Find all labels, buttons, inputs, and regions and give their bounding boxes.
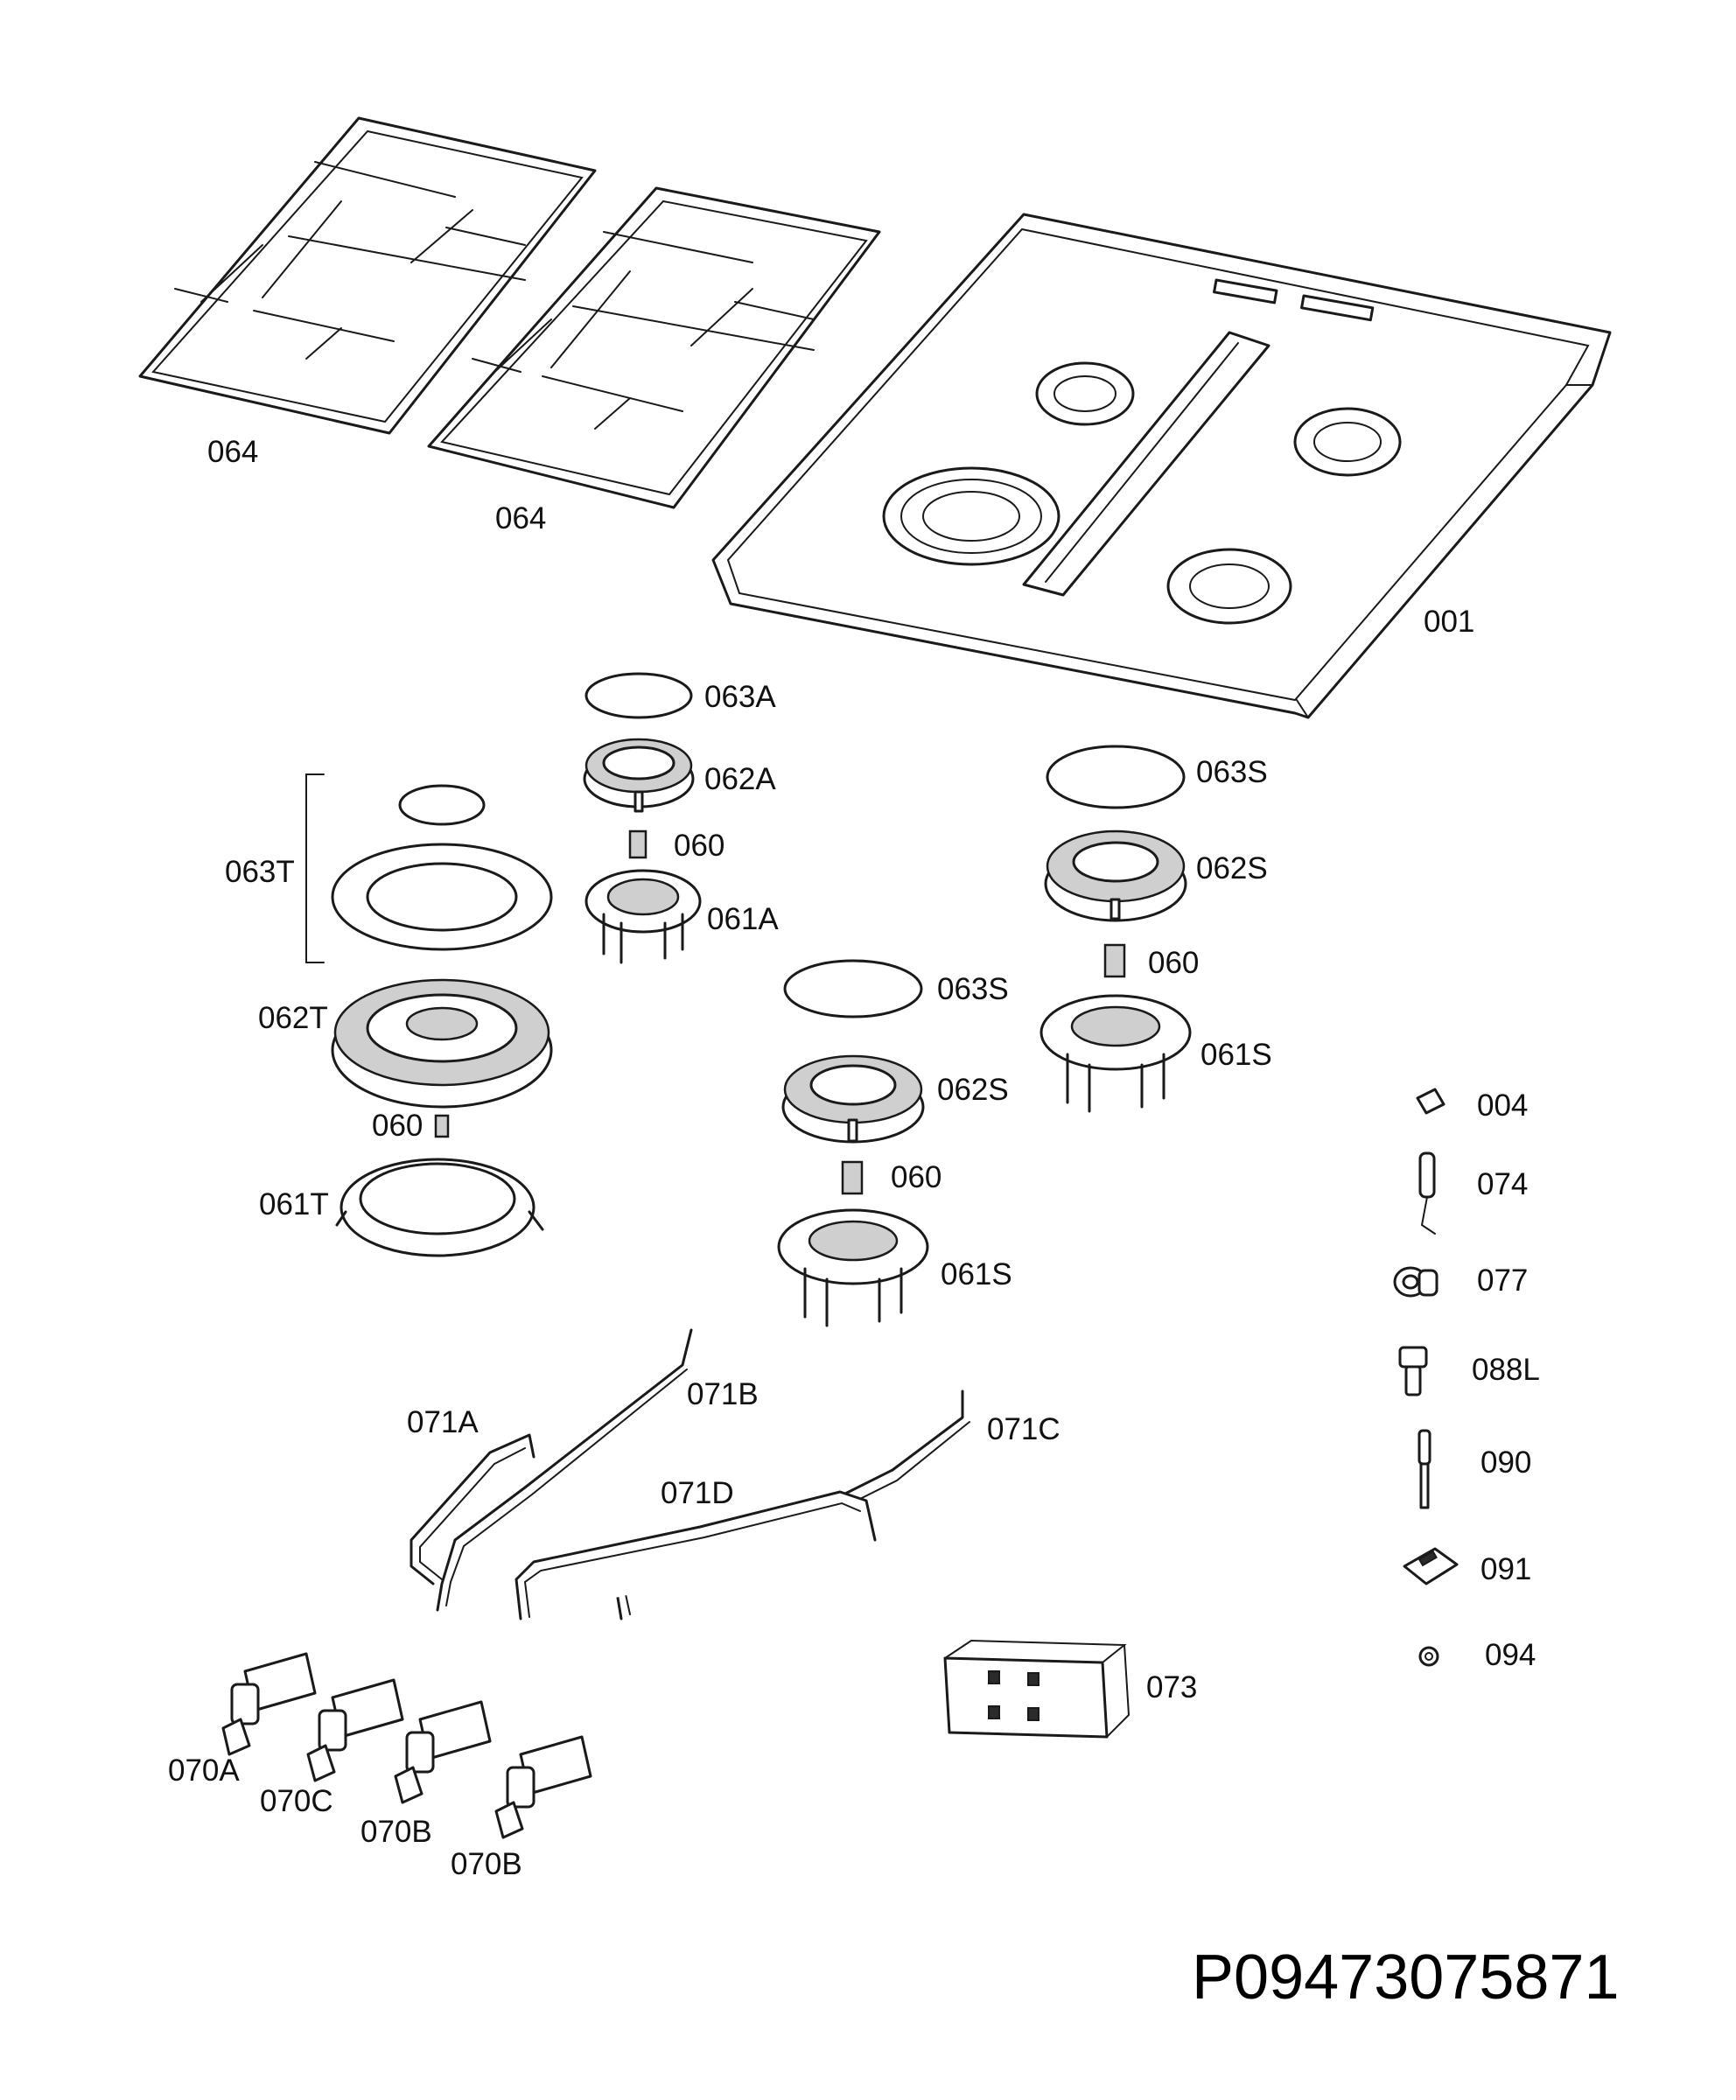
screw-004[interactable] (1416, 1088, 1446, 1115)
label-071B: 071B (687, 1377, 759, 1411)
burner-base-aux[interactable] (584, 869, 702, 964)
burner-head-semi-right[interactable] (1044, 830, 1187, 922)
label-070B-2: 070B (451, 1847, 522, 1881)
label-071D: 071D (661, 1476, 734, 1510)
injector-semi-right[interactable] (1103, 943, 1126, 978)
label-073: 073 (1146, 1670, 1197, 1704)
injector-triple[interactable] (434, 1114, 450, 1138)
burner-base-semi-right[interactable] (1040, 994, 1192, 1113)
nut-094[interactable] (1418, 1646, 1439, 1667)
label-070C: 070C (260, 1784, 333, 1818)
label-070B-1: 070B (360, 1815, 432, 1849)
label-063S-center: 063S (937, 972, 1009, 1006)
label-061A: 061A (707, 902, 779, 936)
hob-top[interactable] (711, 213, 1612, 719)
burner-head-triple[interactable] (331, 978, 553, 1109)
label-088L: 088L (1472, 1353, 1540, 1387)
thermocouple-090[interactable] (1418, 1429, 1432, 1509)
gas-pipe-071D[interactable] (514, 1490, 877, 1620)
gas-valve-070C[interactable] (306, 1678, 404, 1782)
injector-aux[interactable] (628, 830, 648, 859)
gas-pipe-071B[interactable] (436, 1328, 693, 1612)
label-060-triple: 060 (372, 1109, 423, 1143)
switch-091[interactable] (1403, 1547, 1459, 1586)
connector-088L[interactable] (1398, 1346, 1428, 1396)
label-074: 074 (1477, 1167, 1528, 1201)
label-001: 001 (1424, 605, 1474, 639)
burner-base-semi-center[interactable] (777, 1208, 929, 1327)
label-071A: 071A (407, 1405, 479, 1439)
elbow-077[interactable] (1393, 1266, 1438, 1298)
label-064-right: 064 (495, 501, 546, 536)
burner-cap-semi-center[interactable] (783, 959, 923, 1018)
burner-cap-aux[interactable] (584, 672, 693, 719)
burner-cap-triple-small[interactable] (398, 784, 486, 826)
gas-valve-070A[interactable] (221, 1652, 317, 1756)
injector-semi-center[interactable] (841, 1160, 864, 1195)
label-064-left: 064 (207, 435, 258, 469)
label-070A: 070A (168, 1754, 240, 1788)
label-060-right: 060 (1148, 946, 1199, 980)
label-063T: 063T (225, 855, 295, 889)
label-062A: 062A (704, 762, 776, 796)
label-061S-center: 061S (941, 1257, 1012, 1292)
label-091: 091 (1480, 1552, 1531, 1586)
label-063A: 063A (704, 680, 776, 714)
burner-head-aux[interactable] (583, 738, 695, 813)
label-061T: 061T (259, 1187, 329, 1222)
burner-cap-triple-ring[interactable] (331, 843, 553, 951)
label-061S-right: 061S (1200, 1038, 1272, 1072)
burner-cap-semi-right[interactable] (1046, 745, 1186, 809)
label-004: 004 (1477, 1088, 1528, 1123)
label-062S-right: 062S (1196, 851, 1268, 886)
gas-valve-070B-2[interactable] (494, 1735, 592, 1839)
label-063S-right: 063S (1196, 755, 1268, 789)
document-number: P09473075871 (1192, 1942, 1620, 2012)
label-060-center: 060 (891, 1160, 942, 1194)
bracket-063T (305, 774, 325, 963)
label-062S-center: 062S (937, 1073, 1009, 1107)
gas-pipe-071A[interactable] (410, 1433, 536, 1586)
burner-base-triple[interactable] (335, 1158, 544, 1257)
label-060-aux: 060 (674, 829, 724, 863)
label-062T: 062T (258, 1001, 328, 1035)
pan-support-left[interactable] (138, 116, 597, 435)
ignition-unit-073[interactable] (943, 1639, 1130, 1739)
label-077: 077 (1477, 1264, 1528, 1298)
label-071C: 071C (987, 1412, 1060, 1446)
label-090: 090 (1480, 1446, 1531, 1480)
pan-support-right[interactable] (427, 186, 881, 509)
electrode-074[interactable] (1418, 1152, 1436, 1235)
burner-head-semi-center[interactable] (781, 1054, 925, 1144)
gas-valve-070B-1[interactable] (394, 1700, 492, 1804)
label-094: 094 (1485, 1638, 1536, 1672)
